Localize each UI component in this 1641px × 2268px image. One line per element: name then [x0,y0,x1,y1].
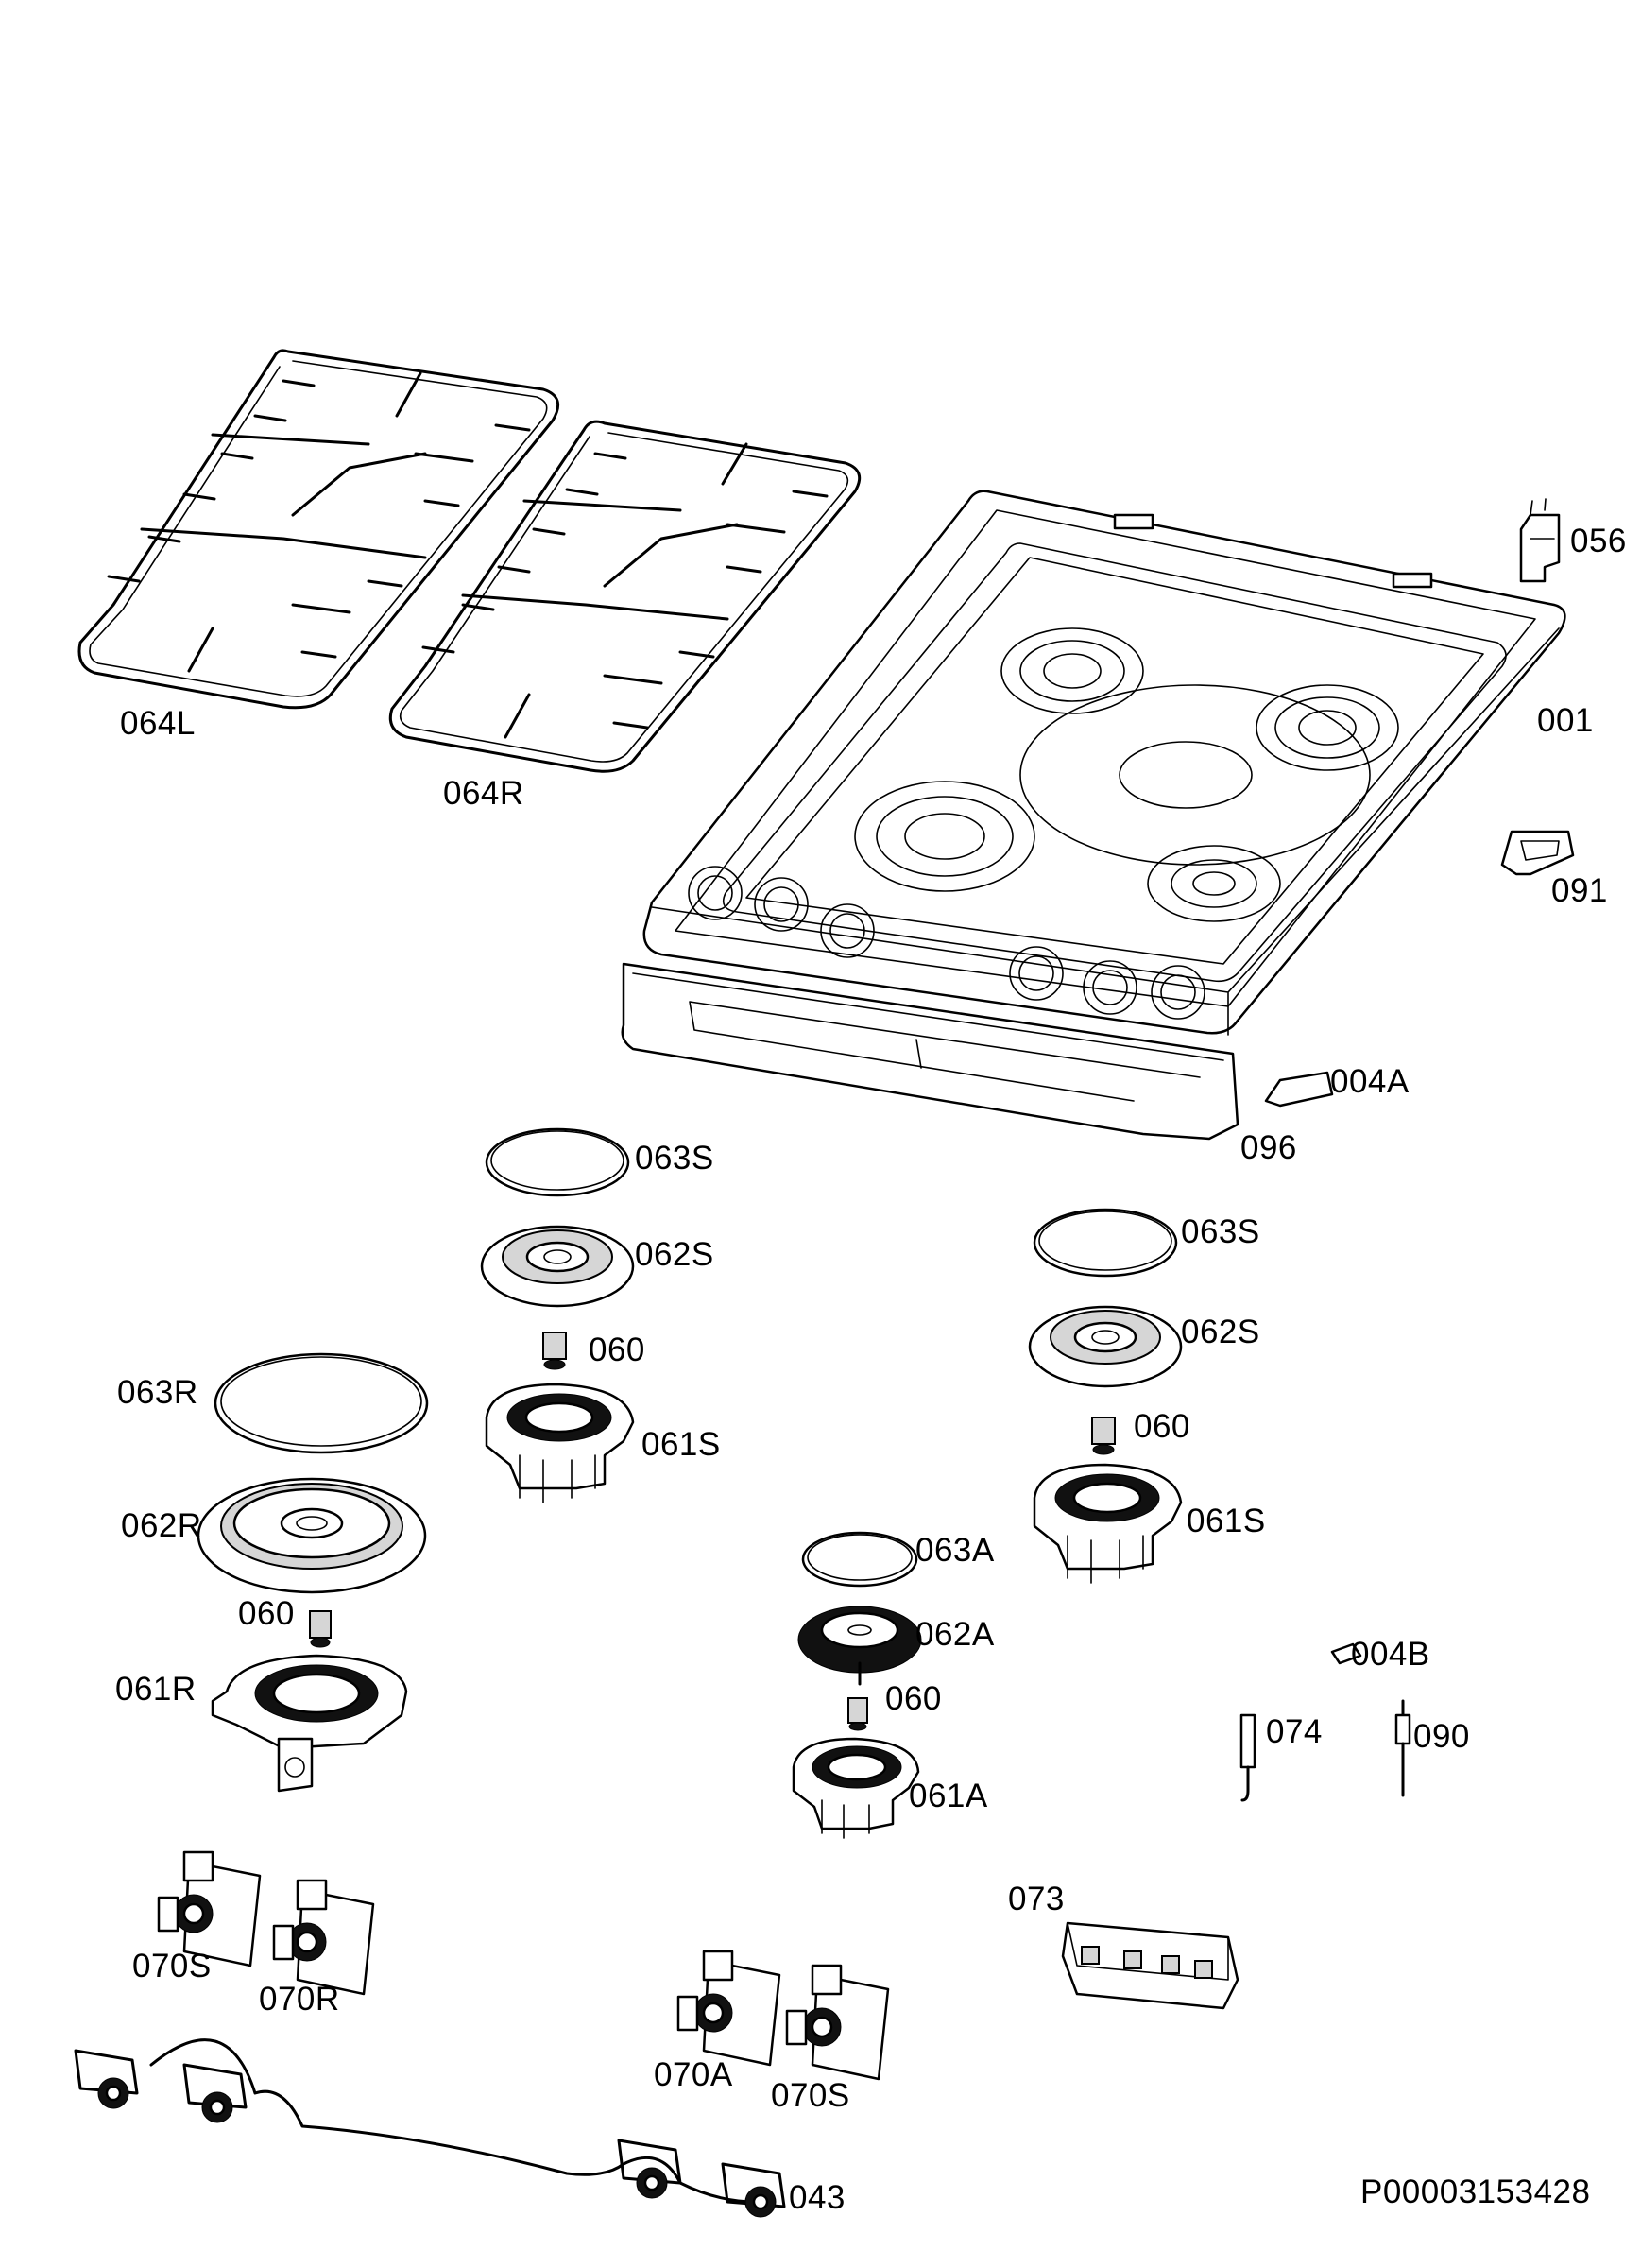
gas-tap-070R[interactable] [272,1879,375,1996]
gas-tap-070S-right[interactable] [785,1964,890,2081]
label-063S-right: 063S [1181,1213,1260,1250]
label-060-c: 060 [238,1595,295,1632]
label-070R: 070R [259,1981,340,2018]
label-056: 056 [1570,523,1627,559]
hob-top-001[interactable] [642,490,1566,1036]
pan-support-064R[interactable] [388,420,862,773]
ignition-unit-073[interactable] [1061,1921,1239,2010]
clip-056[interactable] [1519,498,1561,583]
diagram-reference-number: P00003153428 [1360,2174,1591,2210]
bracket-091[interactable] [1500,830,1575,876]
label-061A: 061A [909,1778,988,1814]
gas-tap-070A[interactable] [676,1950,781,2067]
label-062R: 062R [121,1507,202,1544]
label-091: 091 [1551,872,1608,909]
label-096: 096 [1240,1129,1297,1166]
label-063R: 063R [117,1374,198,1411]
label-063A: 063A [915,1532,995,1569]
burner-stack-small-right[interactable] [1028,1208,1183,1584]
label-070S-left: 070S [132,1948,212,1984]
clip-004B[interactable] [1330,1642,1362,1665]
label-004A: 004A [1330,1063,1410,1100]
label-001: 001 [1537,702,1594,739]
label-064L: 064L [120,705,196,742]
label-063S-left: 063S [635,1140,714,1177]
burner-stack-small-left[interactable] [480,1127,635,1503]
label-070S-right: 070S [771,2077,850,2114]
label-061S-left: 061S [641,1426,721,1463]
label-061R: 061R [115,1671,197,1708]
spark-electrode-090[interactable] [1394,1699,1411,1797]
label-062S-left: 062S [635,1236,714,1273]
gas-manifold-043[interactable] [74,2038,786,2218]
label-060-a: 060 [589,1332,645,1368]
gas-tap-070S-left[interactable] [157,1850,262,1967]
pan-support-064L[interactable] [77,349,560,710]
control-panel-096[interactable] [621,962,1239,1141]
label-004B: 004B [1351,1636,1430,1673]
label-074: 074 [1266,1713,1323,1750]
label-060-d: 060 [885,1680,942,1717]
label-043: 043 [789,2179,846,2216]
label-062S-right: 062S [1181,1314,1260,1350]
label-060-b: 060 [1134,1408,1190,1445]
thermocouple-074[interactable] [1239,1713,1256,1802]
label-064R: 064R [443,775,524,812]
label-061S-right: 061S [1187,1503,1266,1539]
label-090: 090 [1413,1718,1470,1755]
burner-stack-auxiliary[interactable] [792,1531,922,1839]
label-073: 073 [1008,1881,1065,1917]
pad-004A[interactable] [1264,1071,1334,1108]
burner-stack-rapid[interactable] [197,1352,429,1793]
label-062A: 062A [915,1616,995,1653]
label-070A: 070A [654,2056,733,2093]
